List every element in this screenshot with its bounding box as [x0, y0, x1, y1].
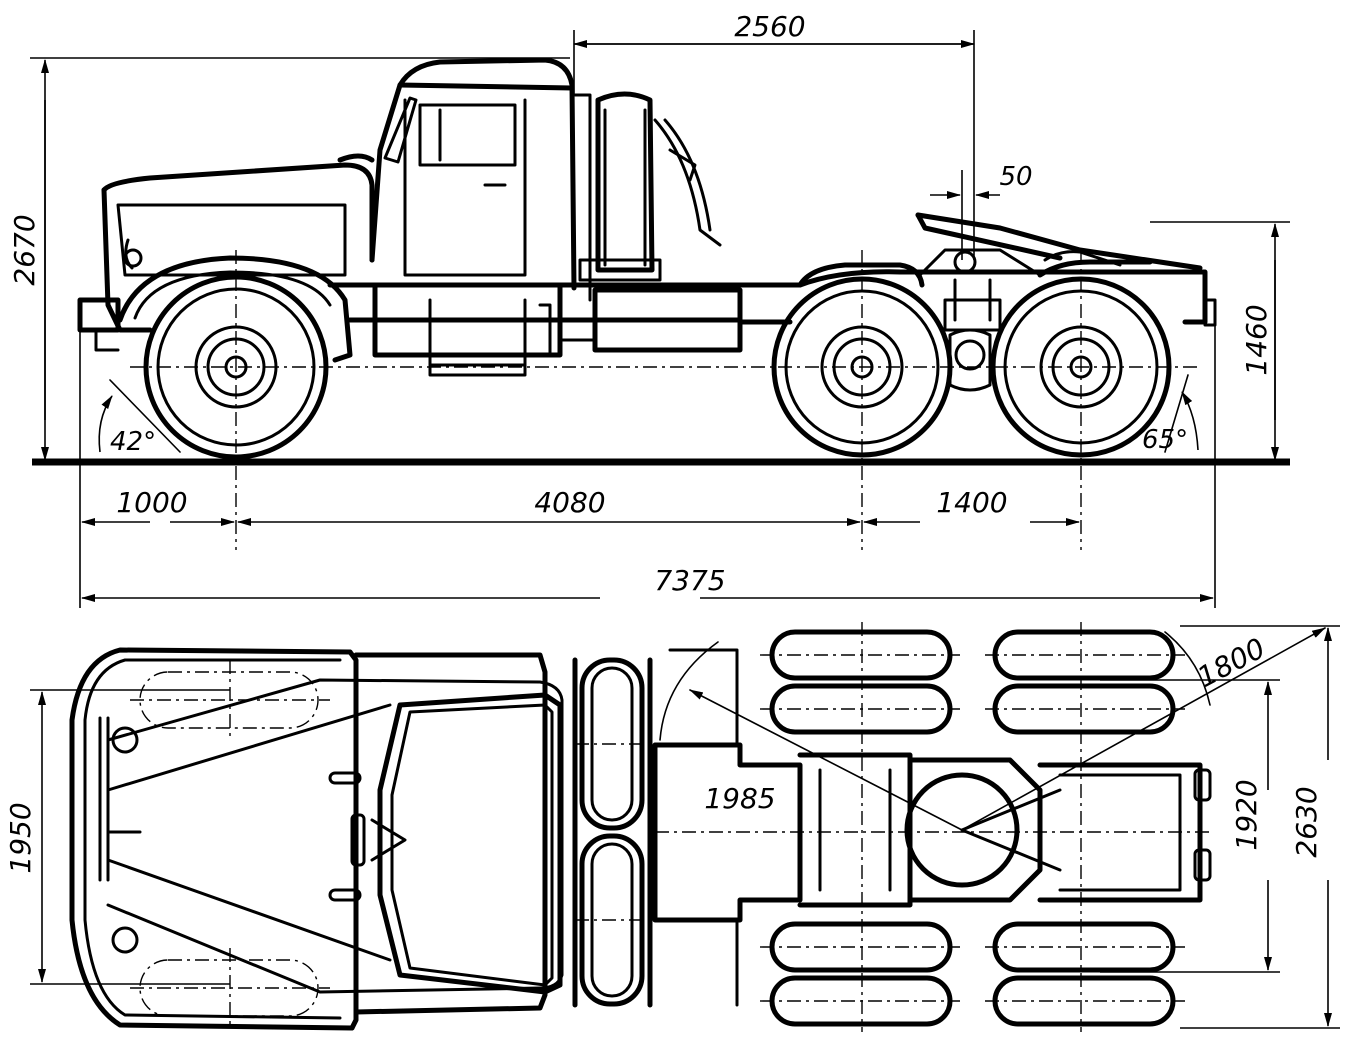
dim-2670-label: 2670	[8, 214, 41, 285]
approach-angle-label: 42°	[110, 427, 156, 457]
side-dimensions: 2560 50 2670 1460 42° 65° 1000 4080 1400	[8, 10, 1290, 608]
rear-fender-1	[797, 262, 925, 288]
hood	[77, 153, 375, 352]
dim-2630-label: 2630	[1290, 786, 1323, 857]
chassis-frame	[327, 269, 1217, 377]
radius-1800-label: 1800	[1192, 631, 1270, 694]
frame-top	[652, 648, 1212, 1007]
spare-tire	[578, 91, 722, 282]
top-dimensions: 1950 1920 2630	[4, 625, 1340, 1029]
dim-1000-label: 1000	[116, 486, 187, 519]
dim-1920-label: 1920	[1230, 779, 1263, 850]
dim-50-label: 50	[999, 162, 1032, 192]
rear-fender-2	[1037, 259, 1153, 278]
top-view	[69, 647, 564, 1031]
fifth-wheel	[915, 212, 1203, 392]
dim-1950-label: 1950	[4, 802, 37, 873]
dim-2560-label: 2560	[734, 10, 805, 43]
radius-1985-label: 1985	[704, 782, 775, 815]
dim-1460-label: 1460	[1240, 304, 1273, 375]
dim-4080-label: 4080	[534, 486, 605, 519]
side-view	[32, 57, 1290, 550]
hood-top	[69, 647, 355, 1031]
front-wheels-top	[572, 657, 653, 1008]
departure-angle-label: 65°	[1142, 425, 1188, 455]
cab-top	[353, 652, 563, 1015]
dim-7375-label: 7375	[654, 564, 725, 597]
cab	[369, 57, 592, 302]
turning-radii: 1985 1800	[659, 627, 1326, 831]
dim-1400-label: 1400	[936, 486, 1007, 519]
rear-wheels-top	[760, 622, 1185, 1032]
